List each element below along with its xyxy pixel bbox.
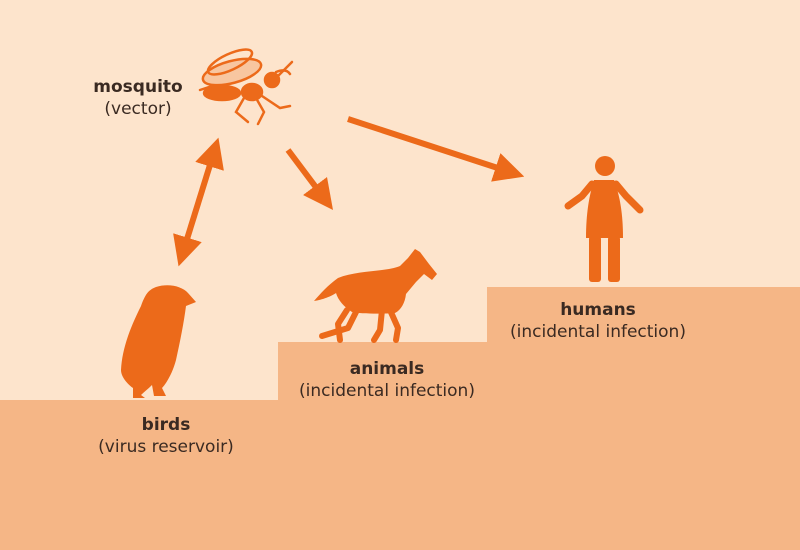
- mosquito-role: (vector): [104, 99, 172, 119]
- humans-role: (incidental infection): [510, 322, 686, 342]
- humans-name: humans: [560, 300, 636, 320]
- human-icon: [564, 156, 644, 282]
- birds-name: birds: [141, 415, 191, 435]
- humans-label: humans (incidental infection): [493, 299, 703, 343]
- animals-role: (incidental infection): [299, 381, 475, 401]
- horse-icon: [314, 249, 437, 343]
- arrow-mosquito-birds: [173, 137, 224, 267]
- mosquito-name: mosquito: [93, 77, 183, 97]
- mosquito-label: mosquito (vector): [78, 76, 198, 120]
- birds-role: (virus reservoir): [98, 437, 234, 457]
- ground-steps: [0, 287, 800, 550]
- bird-icon: [121, 285, 196, 398]
- mosquito-icon: [198, 48, 294, 126]
- animals-name: animals: [349, 359, 425, 379]
- arrow-mosquito-humans: [347, 116, 525, 182]
- animals-label: animals (incidental infection): [282, 358, 492, 402]
- arrow-mosquito-animals: [285, 148, 333, 210]
- birds-label: birds (virus reservoir): [76, 414, 256, 458]
